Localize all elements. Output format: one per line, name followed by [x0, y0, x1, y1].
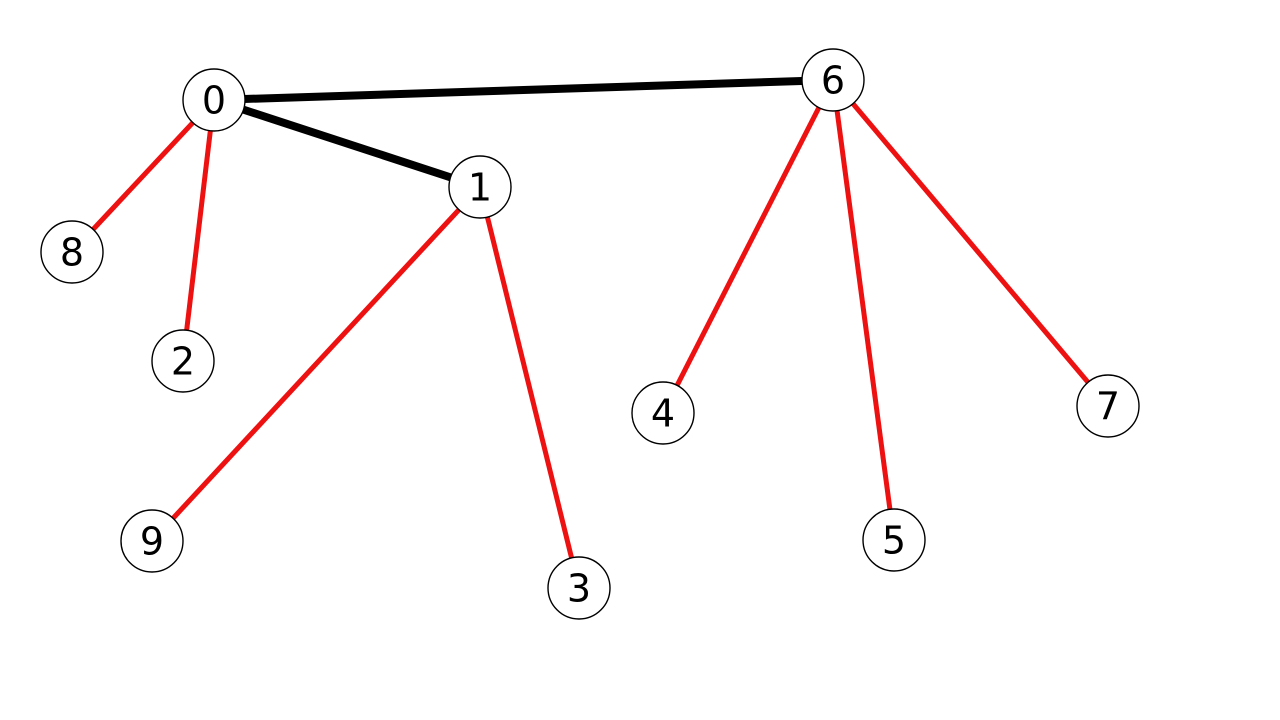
node-circle-8 — [40, 220, 104, 284]
graph-node-6: 6 — [801, 48, 865, 112]
edge-0-1 — [212, 96, 482, 191]
edge-6-7 — [831, 78, 1110, 408]
node-label-3: 3 — [567, 567, 591, 611]
node-label-7: 7 — [1096, 385, 1120, 429]
edge-0-8 — [70, 98, 216, 254]
node-circle-7 — [1076, 374, 1140, 438]
graph-node-1: 1 — [448, 155, 512, 219]
node-label-0: 0 — [202, 79, 226, 123]
graph-node-8: 8 — [40, 220, 104, 284]
node-circle-9 — [120, 509, 184, 573]
node-circle-4 — [631, 381, 695, 445]
node-circle-6 — [801, 48, 865, 112]
node-label-6: 6 — [821, 59, 845, 103]
graph-node-3: 3 — [547, 556, 611, 620]
node-circle-2 — [151, 329, 215, 393]
node-label-1: 1 — [468, 166, 492, 210]
graph-node-2: 2 — [151, 329, 215, 393]
edge-6-5 — [830, 79, 897, 541]
node-circle-3 — [547, 556, 611, 620]
node-circle-1 — [448, 155, 512, 219]
graph-node-9: 9 — [120, 509, 184, 573]
graph-node-5: 5 — [862, 508, 926, 572]
edge-1-9 — [150, 185, 482, 543]
graph-node-0: 0 — [182, 68, 246, 132]
graph-node-4: 4 — [631, 381, 695, 445]
node-label-9: 9 — [140, 520, 164, 564]
node-label-2: 2 — [171, 340, 195, 384]
node-label-5: 5 — [882, 519, 906, 563]
edge-6-4 — [660, 78, 836, 415]
graph-node-7: 7 — [1076, 374, 1140, 438]
edge-0-6 — [213, 76, 834, 104]
node-label-8: 8 — [60, 231, 84, 275]
edge-0-2 — [180, 99, 217, 362]
node-circle-5 — [862, 508, 926, 572]
node-circle-0 — [182, 68, 246, 132]
node-label-4: 4 — [651, 392, 675, 436]
edge-1-3 — [477, 186, 582, 589]
